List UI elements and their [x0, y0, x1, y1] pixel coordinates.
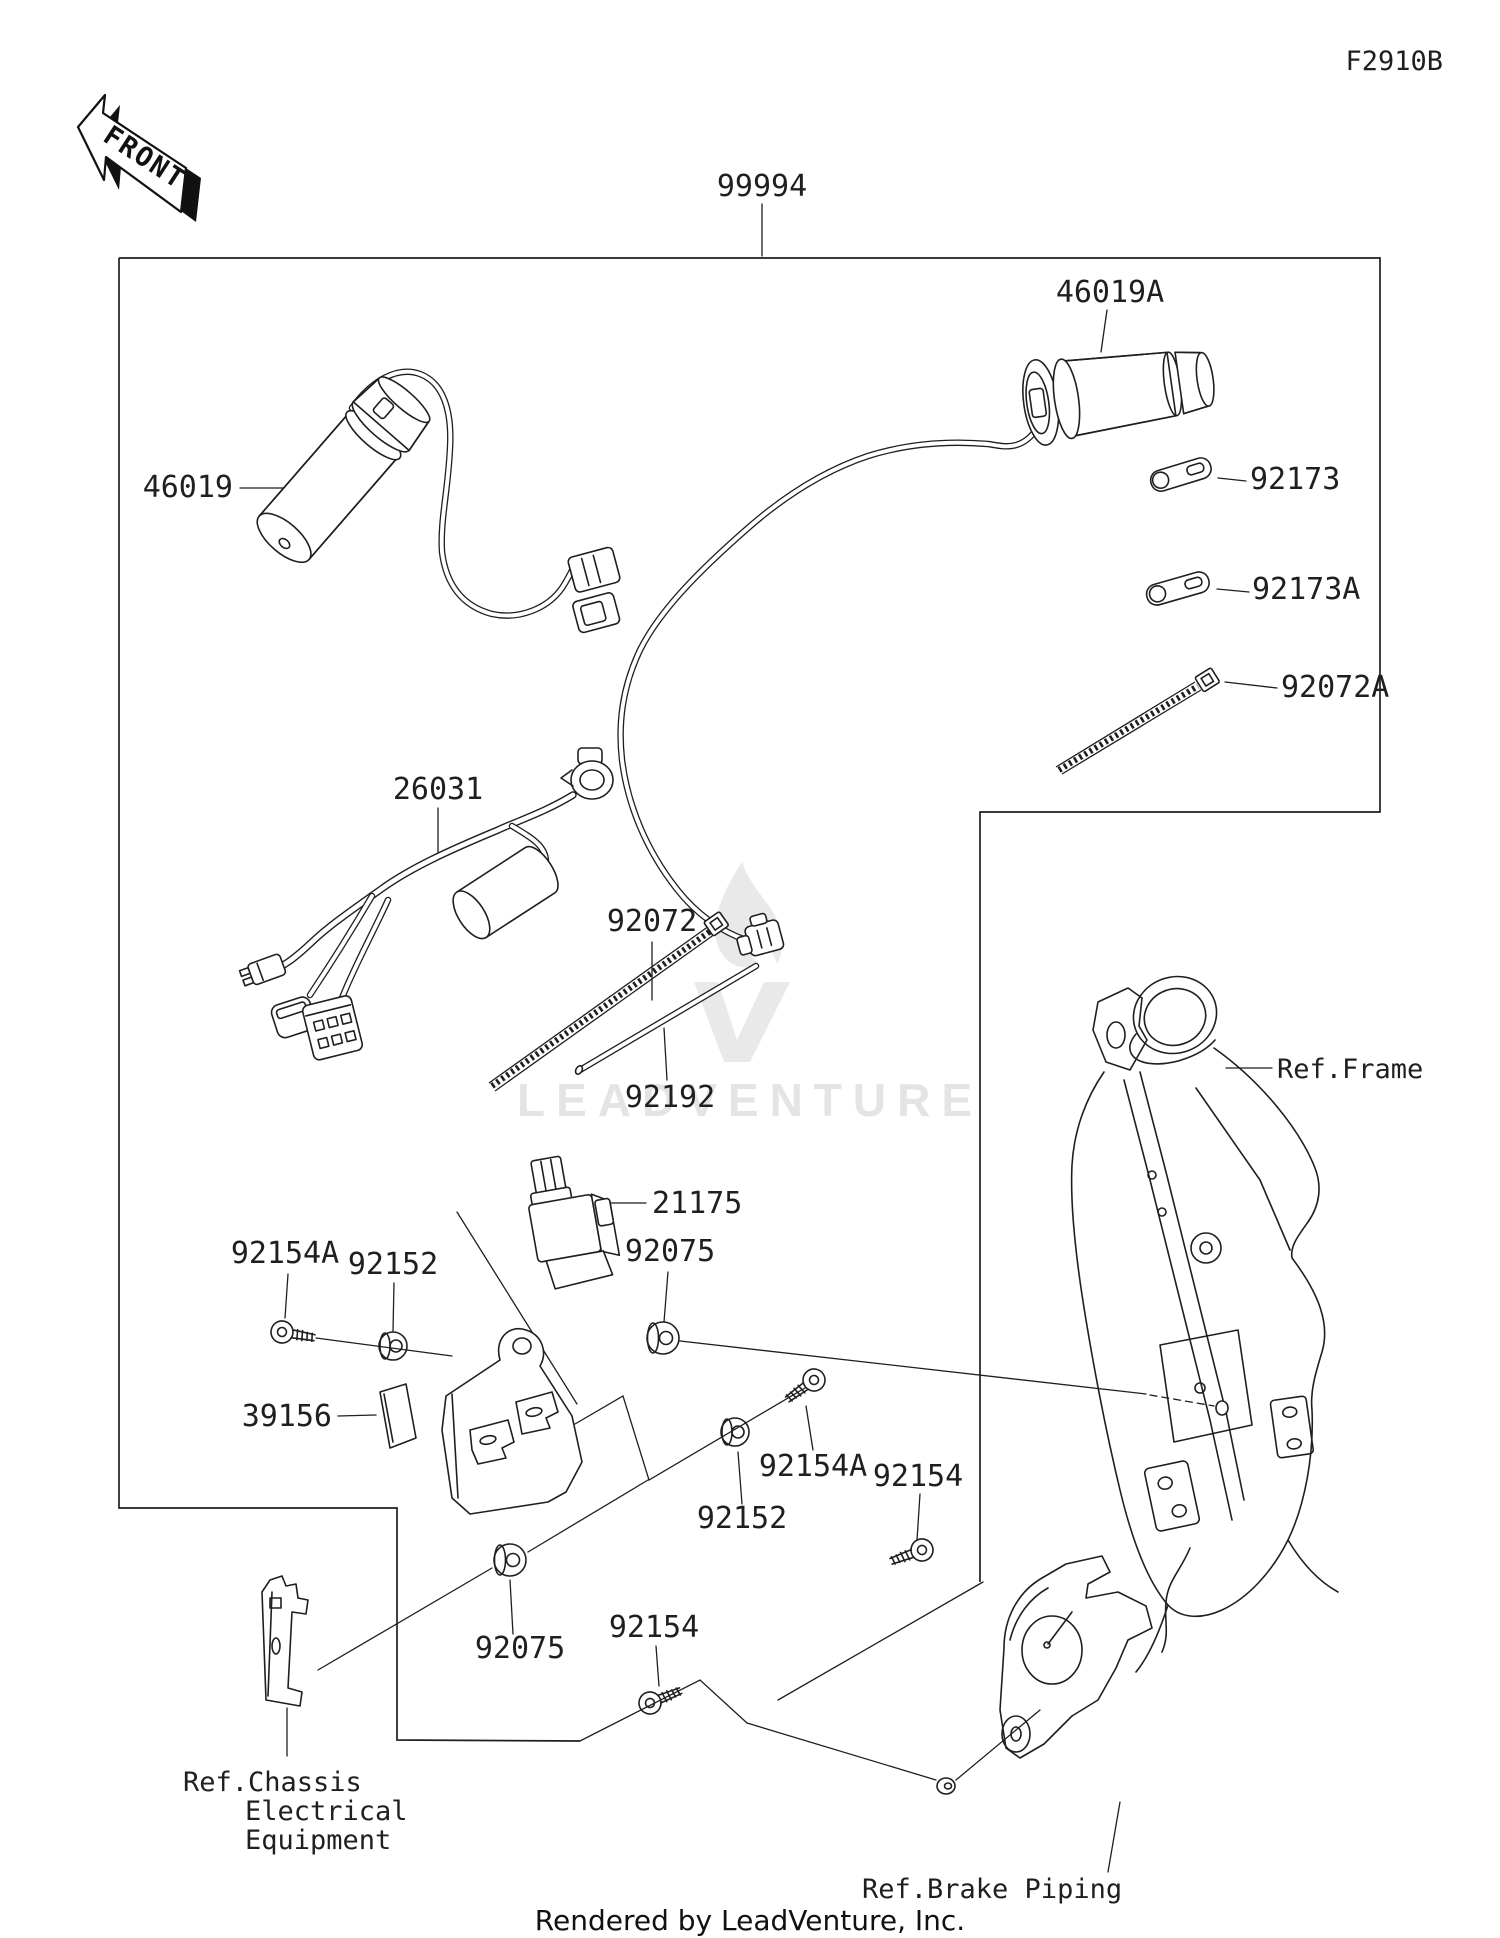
harness-connector-small	[238, 953, 287, 987]
grommet-92075-upper	[646, 1321, 680, 1355]
ref-brake-piping-label: Ref.Brake Piping	[862, 1874, 1122, 1905]
callout-92072: 92072	[607, 904, 697, 939]
callout-46019a: 46019A	[1056, 275, 1164, 310]
callout-92173a: 92173A	[1252, 572, 1360, 607]
tube-92192	[574, 962, 760, 1075]
bracket-assembly	[441, 1327, 583, 1515]
screw-92154-lower	[634, 1679, 686, 1719]
callout-92154a-right: 92154A	[759, 1449, 867, 1484]
credit-text: Rendered by LeadVenture, Inc.	[535, 1904, 965, 1937]
left-grip-cable	[348, 368, 621, 634]
callout-92154a-left: 92154A	[231, 1236, 339, 1271]
front-direction-arrow: FRONT	[76, 93, 201, 222]
left-grip-cable-connector	[567, 546, 621, 634]
ref-frame-drawing	[1070, 975, 1339, 1673]
right-grip-cable-connector	[736, 912, 785, 957]
callout-92154-upper: 92154	[873, 1459, 963, 1494]
left-heated-grip	[256, 376, 431, 564]
callout-46019: 46019	[143, 470, 233, 505]
callout-92152-right: 92152	[697, 1501, 787, 1536]
callout-92075-lower: 92075	[475, 1631, 565, 1666]
kit-number-label: 99994	[717, 169, 807, 204]
ref-frame-label: Ref.Frame	[1277, 1054, 1423, 1085]
figure-code: F2910B	[1345, 46, 1443, 77]
right-heated-grip	[1022, 351, 1215, 446]
strap-92173a	[1145, 571, 1210, 606]
harness-top-connector	[560, 747, 614, 800]
callout-92173: 92173	[1250, 462, 1340, 497]
sub-harness-26031	[238, 747, 614, 1061]
callout-92154-lower: 92154	[609, 1610, 699, 1645]
screw-92154a-right	[780, 1363, 831, 1410]
screw-92154-upper	[886, 1535, 937, 1573]
callout-92075-upper: 92075	[625, 1234, 715, 1269]
strap-92173	[1149, 457, 1212, 492]
relay-21175	[528, 1155, 621, 1290]
ref-chassis-label-line1: Ref.Chassis	[183, 1767, 362, 1798]
callout-39156: 39156	[242, 1399, 332, 1434]
right-grip-cable	[617, 426, 1040, 957]
watermark-logo: LEADVENTURE	[517, 862, 983, 1126]
grommet-92075-lower	[493, 1543, 527, 1577]
pad-39156	[379, 1383, 417, 1449]
callout-92192: 92192	[625, 1080, 715, 1115]
kit-boundary-box	[118, 257, 1381, 1742]
callout-92152-left: 92152	[348, 1247, 438, 1282]
callout-26031: 26031	[393, 772, 483, 807]
washer-92152-right	[720, 1417, 750, 1447]
watermark-text: LEADVENTURE	[517, 1074, 983, 1126]
cable-tie-92072a	[1055, 667, 1220, 775]
ref-chassis-bracket	[261, 1575, 309, 1707]
washer-92152-left	[378, 1331, 408, 1361]
screw-92154a-left	[268, 1318, 318, 1350]
cable-tie-92072	[488, 911, 729, 1092]
callout-21175: 21175	[652, 1186, 742, 1221]
harness-connector-6pin	[301, 995, 364, 1061]
ref-chassis-label-line3: Equipment	[245, 1825, 391, 1856]
callout-92072a: 92072A	[1281, 670, 1389, 705]
ref-brake-piping-drawing	[999, 1555, 1153, 1759]
ref-chassis-label-line2: Electrical	[245, 1796, 408, 1827]
